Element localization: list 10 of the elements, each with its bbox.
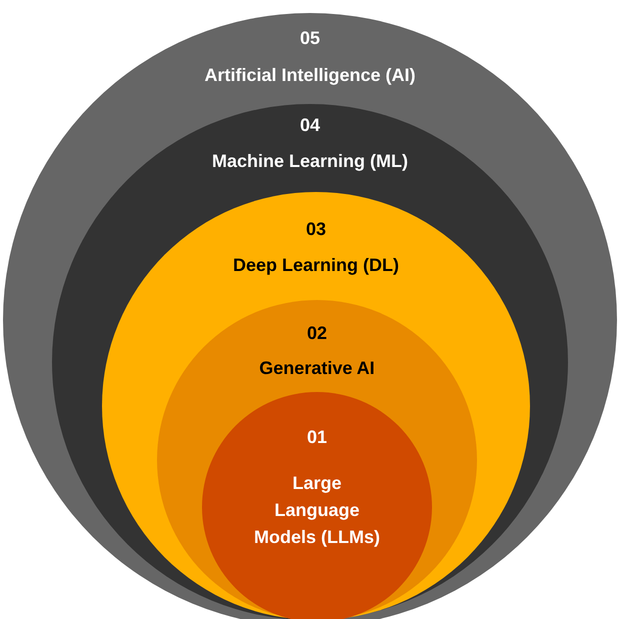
circle-label: Large Language Models (LLMs): [253, 472, 381, 549]
step-number: 03: [306, 218, 326, 240]
circle-label: Deep Learning (DL): [232, 254, 399, 276]
circle-label: Artificial Intelligence (AI): [204, 64, 416, 86]
circle-label: Generative AI: [259, 356, 375, 378]
step-number: 05: [300, 26, 320, 48]
step-number: 04: [300, 114, 320, 136]
step-number: 01: [306, 426, 328, 448]
circle-label: Machine Learning (ML): [212, 150, 408, 172]
step-number: 02: [306, 322, 328, 344]
